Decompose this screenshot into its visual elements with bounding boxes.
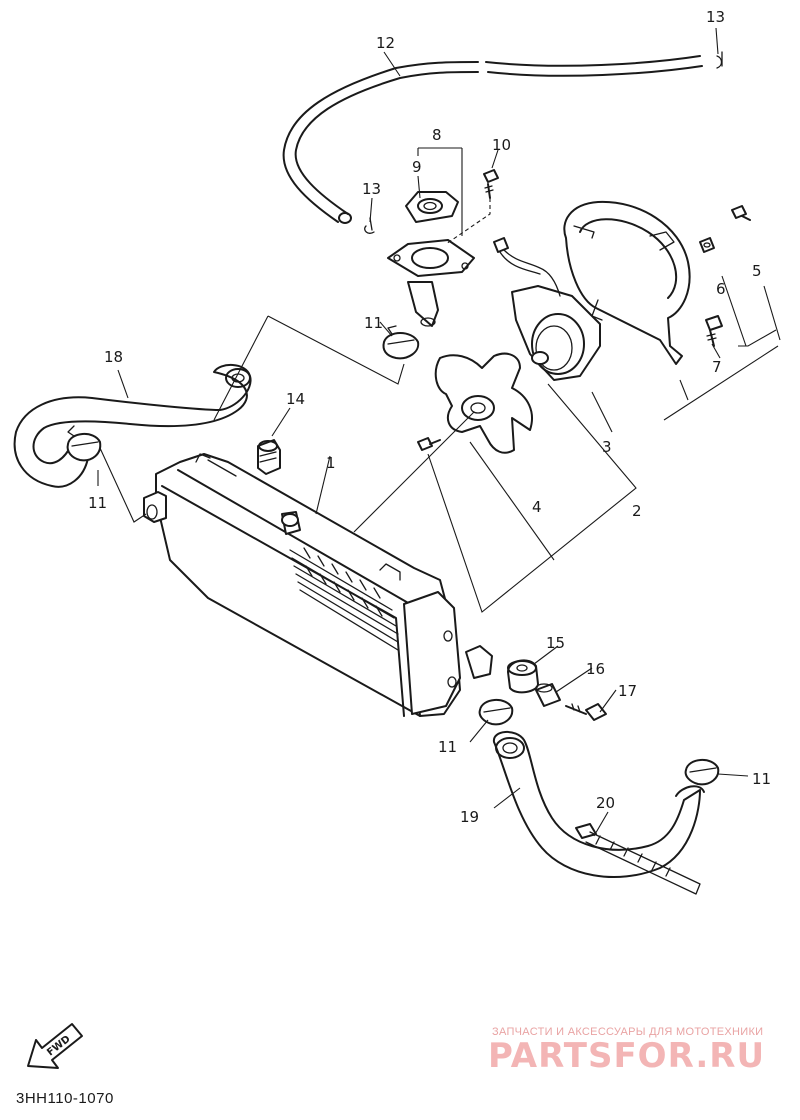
- hose-clamp-11-upper: [382, 325, 420, 360]
- leader-lines: [97, 27, 781, 837]
- hose-clamp-11-lower: [478, 699, 514, 726]
- bolt-5: [731, 205, 751, 221]
- callout-17: 17: [618, 682, 637, 700]
- overflow-hose-12: [282, 55, 703, 224]
- callout-13-left: 13: [362, 180, 381, 198]
- watermark-logo: PARTSFOR.RU: [488, 1036, 766, 1076]
- hose-clamp-11-left: [66, 425, 102, 462]
- callout-1: 1: [326, 454, 336, 472]
- fan-motor-3: [511, 285, 601, 381]
- screw-10: [483, 169, 499, 199]
- radiator-cap-9: [405, 191, 459, 223]
- callout-11-lower: 11: [438, 738, 457, 756]
- callout-14: 14: [286, 390, 305, 408]
- callout-19: 19: [460, 808, 479, 826]
- radiator-1: [143, 453, 493, 717]
- fan-blade-4: [434, 352, 533, 454]
- diagram-code: 3HH110-1070: [16, 1090, 114, 1107]
- cable-tie-20: [575, 823, 701, 895]
- callout-16: 16: [586, 660, 605, 678]
- callout-11-left: 11: [88, 494, 107, 512]
- fan-shroud: [563, 200, 691, 365]
- callout-9: 9: [412, 158, 422, 176]
- callout-13-top: 13: [706, 8, 725, 26]
- grommet-15: [507, 659, 539, 694]
- fwd-arrow-icon: FWD: [27, 1023, 83, 1069]
- callout-5: 5: [752, 262, 762, 280]
- callout-labels: 12 13 13 8 9 10 11 18 14 11 1 5 6 7 3 2 …: [88, 8, 771, 826]
- callout-3: 3: [602, 438, 612, 456]
- callout-20: 20: [596, 794, 615, 812]
- hose-clip-13-left: [364, 217, 375, 234]
- callout-2: 2: [632, 502, 642, 520]
- callout-15: 15: [546, 634, 565, 652]
- hose-clip-13-top: [716, 51, 723, 69]
- callout-8: 8: [432, 126, 442, 144]
- callout-11-right: 11: [752, 770, 771, 788]
- drain-cap-14: [257, 439, 281, 475]
- callout-18: 18: [104, 348, 123, 366]
- callout-7: 7: [712, 358, 722, 376]
- callout-4: 4: [532, 498, 542, 516]
- bolt-7: [705, 315, 723, 347]
- collar-16: [535, 683, 561, 707]
- collar-6: [699, 237, 715, 253]
- callout-12: 12: [376, 34, 395, 52]
- callout-10: 10: [492, 136, 511, 154]
- hose-clamp-11-right: [684, 759, 720, 786]
- callout-6: 6: [716, 280, 726, 298]
- lower-hose-19: [492, 731, 705, 879]
- fan-screw: [417, 437, 441, 451]
- watermark-tagline: ЗАПЧАСТИ И АКСЕССУАРЫ ДЛЯ МОТОТЕХНИКИ: [492, 1026, 764, 1038]
- filler-neck-8: [387, 239, 475, 327]
- callout-11-upper: 11: [364, 314, 383, 332]
- fan-wire-connector: [493, 237, 561, 297]
- bolt-17: [565, 703, 607, 721]
